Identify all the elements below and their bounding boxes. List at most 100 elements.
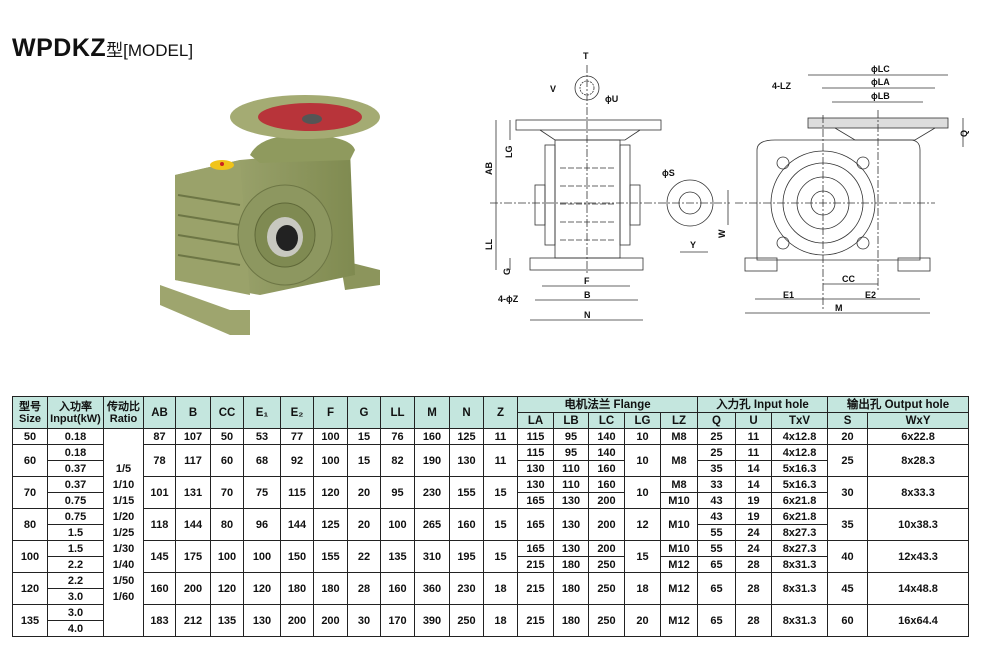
dim-cell-e₂: 150: [280, 540, 314, 573]
dim-cell-b: 131: [175, 476, 211, 509]
cell-lg: 12: [624, 508, 661, 541]
input-power-cell: 0.37: [47, 476, 104, 493]
dim-cell-b: 107: [175, 428, 211, 445]
cell-q: 55: [697, 540, 736, 557]
input-power-cell: 0.75: [47, 492, 104, 509]
cell-q: 65: [697, 572, 736, 605]
cell-s: 35: [827, 508, 869, 541]
dim-cell-e₁: 100: [243, 540, 281, 573]
cell-q: 43: [697, 508, 736, 525]
cell-lb: 95: [553, 444, 589, 461]
dim-cell-b: 175: [175, 540, 211, 573]
dim-cell-ll: 160: [380, 572, 415, 605]
cell-lb: 180: [553, 572, 589, 605]
dim-cell-m: 310: [414, 540, 450, 573]
gearbox-photo: [160, 95, 380, 335]
dim-cell-cc: 120: [210, 572, 244, 605]
dim-cell-e₂: 77: [280, 428, 314, 445]
input-power-cell: 3.0: [47, 588, 104, 605]
header-flange: LZ: [660, 412, 698, 429]
dim-cell-z: 18: [483, 604, 518, 637]
cell-lz: M8: [660, 476, 698, 493]
dim-cell-ab: 78: [143, 444, 176, 477]
label-E2: E2: [865, 290, 876, 300]
cell-q: 25: [697, 428, 736, 445]
header-dim: B: [175, 396, 211, 429]
dim-cell-cc: 135: [210, 604, 244, 637]
header-flange: LG: [624, 412, 661, 429]
dim-cell-z: 15: [483, 540, 518, 573]
dim-cell-m: 160: [414, 428, 450, 445]
cell-lc: 140: [588, 444, 625, 461]
cell-u: 28: [735, 556, 772, 573]
cell-lg: 10: [624, 476, 661, 509]
cell-u: 19: [735, 492, 772, 509]
cell-la: 165: [517, 540, 554, 557]
cell-lz: M8: [660, 428, 698, 445]
cell-wxy: 14x48.8: [867, 572, 970, 605]
dim-cell-m: 360: [414, 572, 450, 605]
label-N: N: [584, 310, 591, 320]
cell-u: 28: [735, 572, 772, 605]
cell-lz: M12: [660, 572, 698, 605]
model-name: WPDKZ: [12, 34, 107, 62]
header-ratio-cn: 传动比: [107, 400, 140, 413]
dim-cell-g: 28: [347, 572, 381, 605]
cell-lb: 110: [553, 460, 589, 477]
header-dim: G: [347, 396, 381, 429]
cell-la: 115: [517, 428, 554, 445]
input-power-cell: 0.75: [47, 508, 104, 525]
dim-cell-n: 250: [449, 604, 484, 637]
header-flange: LB: [553, 412, 589, 429]
cell-wxy: 16x64.4: [867, 604, 970, 637]
label-LG: LG: [504, 146, 514, 159]
dim-cell-e₂: 144: [280, 508, 314, 541]
cell-u: 24: [735, 540, 772, 557]
cell-lc: 200: [588, 492, 625, 509]
cell-lz: M12: [660, 556, 698, 573]
dim-cell-z: 11: [483, 428, 518, 445]
header-size-cn: 型号: [19, 400, 41, 413]
label-V: V: [550, 84, 556, 94]
input-power-cell: 0.37: [47, 460, 104, 477]
cell-txv: 6x21.8: [770, 508, 829, 525]
cell-wxy: 10x38.3: [867, 508, 970, 541]
input-power-cell: 2.2: [47, 556, 104, 573]
label-phi-LB: ϕLB: [871, 91, 890, 101]
dim-cell-ab: 101: [143, 476, 176, 509]
header-dim: E₁: [243, 396, 281, 429]
cell-q: 55: [697, 524, 736, 541]
label-Q: Q: [959, 130, 969, 137]
cell-la: 215: [517, 604, 554, 637]
dim-cell-cc: 100: [210, 540, 244, 573]
cell-txv: 4x12.8: [770, 444, 829, 461]
dim-cell-e₁: 120: [243, 572, 281, 605]
label-phi-U: ϕU: [605, 94, 618, 104]
input-power-cell: 4.0: [47, 620, 104, 637]
cell-wxy: 6x22.8: [867, 428, 970, 445]
cell-la: 130: [517, 460, 554, 477]
dim-cell-f: 125: [313, 508, 348, 541]
cell-q: 35: [697, 460, 736, 477]
cell-u: 11: [735, 444, 772, 461]
cell-lg: 10: [624, 428, 661, 445]
label-CC: CC: [842, 274, 855, 284]
cell-s: 30: [827, 476, 869, 509]
header-input-cn: 入功率: [59, 400, 92, 413]
dim-cell-e₂: 115: [280, 476, 314, 509]
cell-txv: 8x27.3: [770, 524, 829, 541]
dim-cell-e₂: 92: [280, 444, 314, 477]
side-view-drawing: T V ϕU LG AB LL G 4-ϕZ F B N ϕS W Y: [484, 51, 730, 321]
cell-lg: 10: [624, 444, 661, 477]
cell-txv: 8x27.3: [770, 540, 829, 557]
label-T: T: [583, 51, 589, 61]
label-4-LZ: 4-LZ: [772, 81, 792, 91]
header-flange: LC: [588, 412, 625, 429]
dim-cell-ll: 76: [380, 428, 415, 445]
